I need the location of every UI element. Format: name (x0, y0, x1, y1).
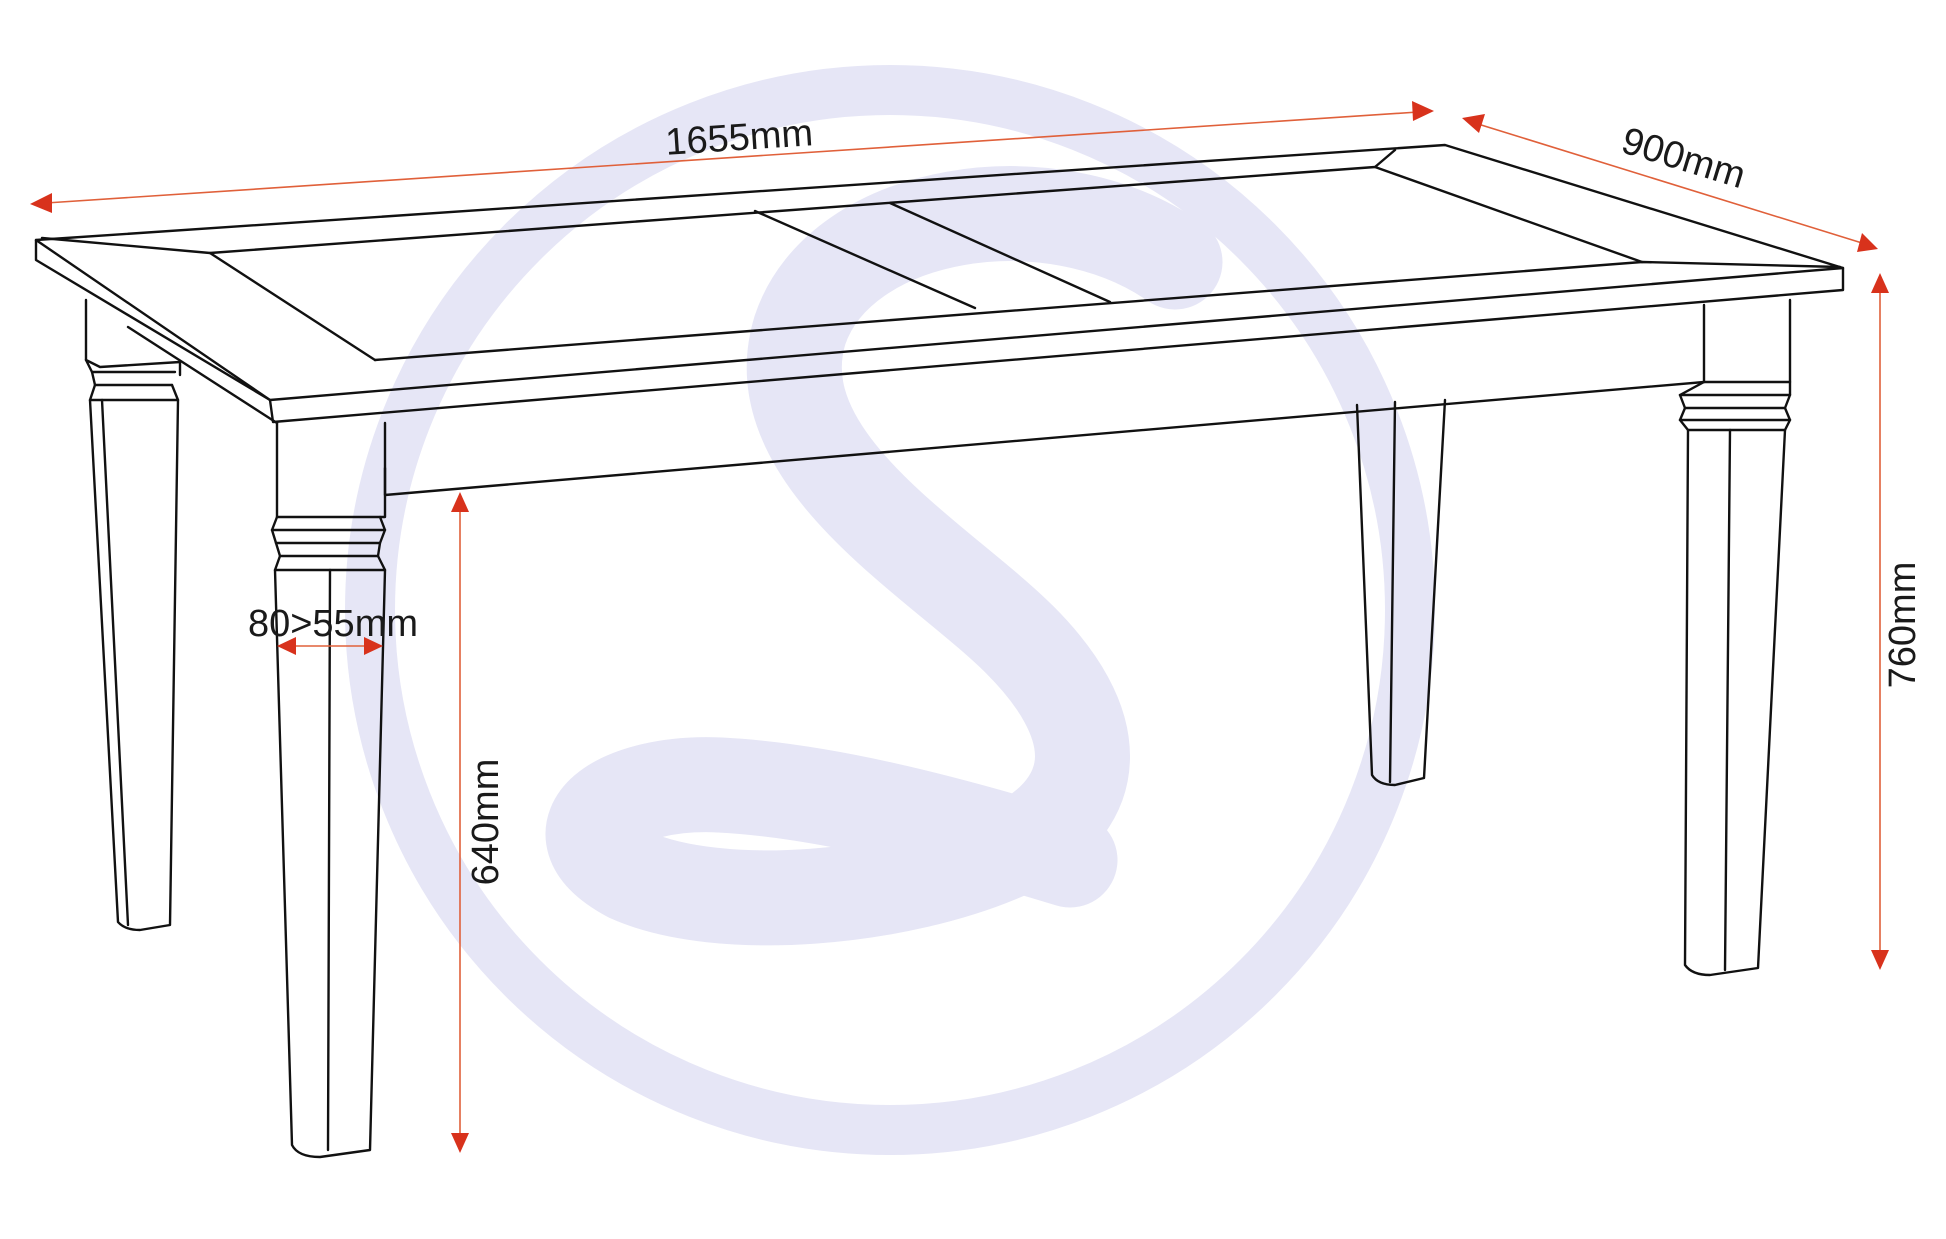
dimension-leg-taper-label: 80>55mm (248, 603, 418, 645)
dimension-clearance: 640mm (451, 492, 507, 1153)
dimension-depth: 900mm (1462, 114, 1878, 252)
dimension-length-label: 1655mm (664, 112, 814, 164)
front-right-leg (1678, 298, 1792, 977)
dimension-height: 760mm (1871, 273, 1924, 970)
brand-logo-s-watermark-icon (345, 65, 1435, 1155)
table-drawing (34, 143, 1845, 1159)
dimension-leg-taper: 80>55mm (248, 603, 418, 655)
table-top (34, 143, 1845, 424)
front-left-leg (270, 421, 387, 1159)
back-right-leg (1355, 398, 1447, 787)
back-left-leg (84, 298, 182, 932)
dimension-height-label: 760mm (1882, 562, 1924, 689)
dimension-clearance-label: 640mm (465, 759, 507, 886)
dimension-length: 1655mm (30, 101, 1434, 213)
dimension-depth-label: 900mm (1617, 120, 1750, 197)
